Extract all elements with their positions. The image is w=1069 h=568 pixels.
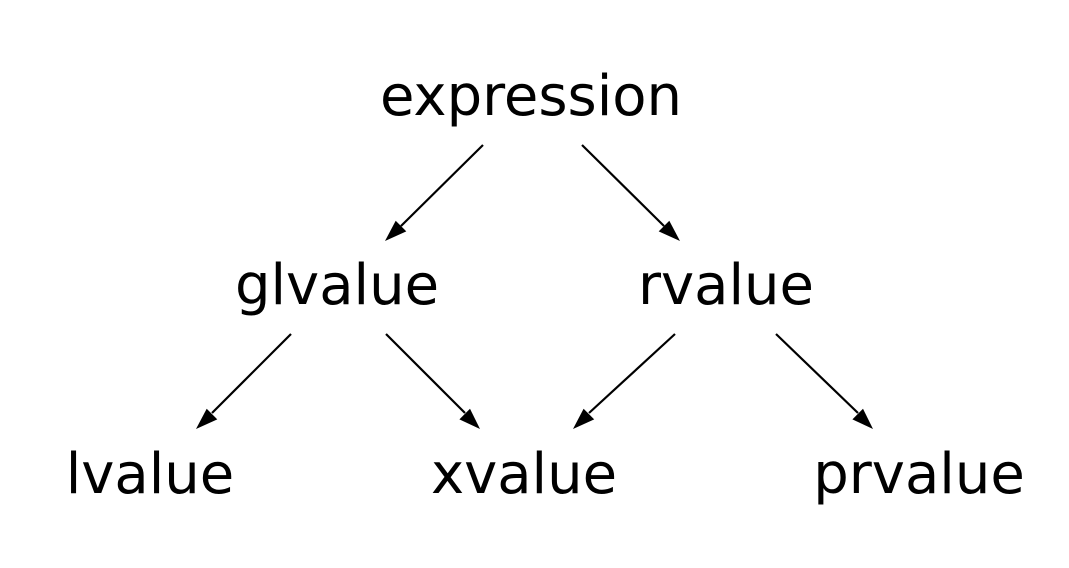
node-expression: expression (380, 64, 682, 129)
edge-glvalue-to-xvalue (385, 333, 480, 429)
edge-expression-to-rvalue (581, 144, 680, 241)
node-rvalue: rvalue (638, 253, 814, 318)
node-prvalue: prvalue (813, 442, 1025, 507)
node-glvalue: glvalue (235, 253, 439, 318)
edge-rvalue-to-xvalue (573, 333, 676, 429)
edge-glvalue-to-lvalue (196, 333, 292, 429)
edge-expression-to-glvalue (385, 144, 484, 241)
edge-rvalue-to-prvalue (775, 333, 873, 429)
node-lvalue: lvalue (66, 442, 235, 507)
node-xvalue: xvalue (431, 442, 617, 507)
